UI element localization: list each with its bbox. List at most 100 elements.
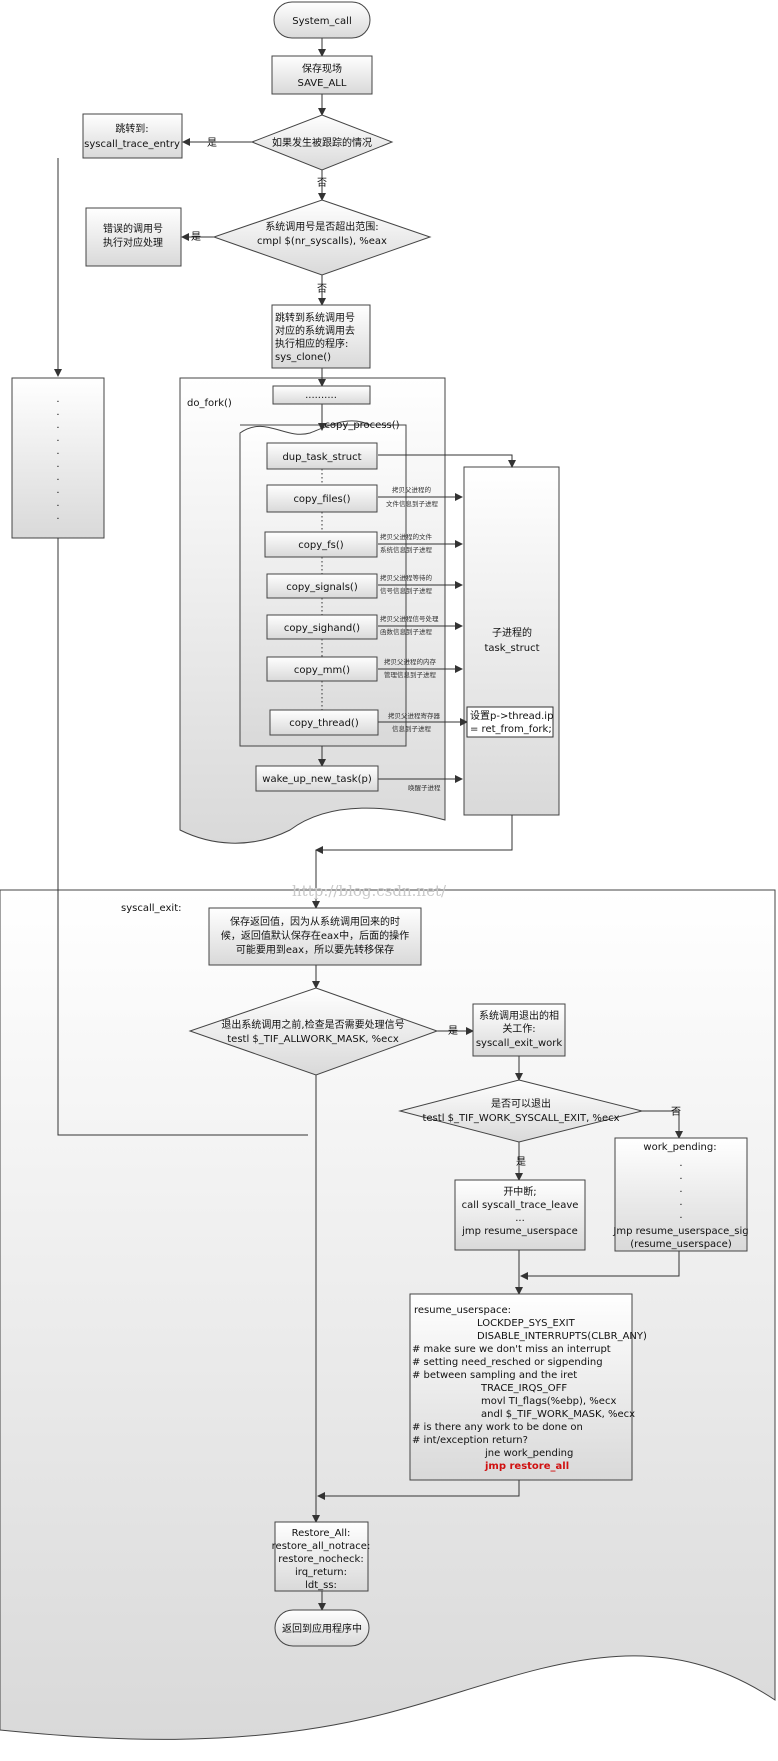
note-mm-1: 拷贝父进程的内存 — [384, 657, 437, 666]
svg-text:.: . — [56, 394, 59, 405]
exit-decision-title: 是否可以退出 — [491, 1097, 551, 1110]
open-interrupt-box — [454, 1179, 586, 1251]
restore-line4: irq_return: — [295, 1567, 347, 1578]
error-handling-line1: 错误的调用号 — [103, 222, 163, 235]
syscall-exit-label: syscall_exit: — [121, 903, 181, 914]
jump-syscall-box — [271, 304, 371, 369]
svg-text:.: . — [679, 1171, 682, 1182]
jump-syscall-line3: 执行相应的程序: — [275, 337, 348, 350]
trace-yes-label: 是 — [207, 137, 217, 149]
exit-decision-code: testl $_TIF_WORK_SYSCALL_EXIT, %ecx — [422, 1113, 619, 1124]
trace-entry-title: 跳转到: — [115, 122, 148, 135]
resume-userspace-box — [409, 1293, 633, 1481]
copy-thread-step — [269, 709, 379, 736]
note-fs-1: 拷贝父进程的文件 — [380, 532, 433, 541]
signal-decision-code: testl $_TIF_ALLWORK_MASK, %ecx — [227, 1034, 399, 1045]
ellipsis-box — [272, 385, 371, 405]
range-decision — [212, 199, 432, 276]
trace-entry-code: syscall_trace_entry — [84, 139, 180, 150]
watermark: http://blog.csdn.net/ — [292, 882, 447, 900]
svg-text:.: . — [56, 511, 59, 522]
svg-text:jne work_pending: jne work_pending — [484, 1448, 573, 1459]
svg-text:# make sure we don't miss an i: # make sure we don't miss an interrupt — [412, 1344, 611, 1355]
open-interrupt-line3: ... — [515, 1213, 525, 1224]
exit-no-label: 否 — [671, 1106, 681, 1118]
range-yes-label: 是 — [191, 231, 201, 243]
svg-text:TRACE_IRQS_OFF: TRACE_IRQS_OFF — [480, 1383, 567, 1394]
range-decision-title: 系统调用号是否超出范围: — [265, 220, 378, 233]
svg-text:.: . — [56, 498, 59, 509]
jump-syscall-line2: 对应的系统调用去 — [275, 324, 355, 337]
svg-text:.: . — [679, 1210, 682, 1221]
work-pending-end2: (resume_userspace) — [630, 1239, 732, 1250]
copy-signals-step — [266, 573, 378, 599]
dup-task-struct-step — [266, 442, 378, 470]
note-wake: 唤醒子进程 — [408, 783, 441, 792]
wake-up-step — [255, 765, 379, 792]
note-sighand-1: 拷贝父进程信号处理 — [380, 614, 439, 623]
copy-fs-label: copy_fs() — [298, 540, 344, 551]
ellipsis-label: .......... — [305, 390, 337, 401]
svg-text:DISABLE_INTERRUPTS(CLBR_ANY): DISABLE_INTERRUPTS(CLBR_ANY) — [477, 1331, 647, 1342]
copy-signals-label: copy_signals() — [286, 582, 358, 593]
copy-mm-label: copy_mm() — [294, 665, 350, 676]
jump-syscall-line1: 跳转到系统调用号 — [275, 311, 355, 324]
end-label: 返回到应用程序中 — [282, 1622, 362, 1635]
wake-up-label: wake_up_new_task(p) — [262, 774, 372, 785]
save-return-line3: 可能要用到eax，所以要先转移保存 — [236, 943, 394, 956]
copy-fs-step — [264, 531, 378, 558]
svg-text:.: . — [56, 433, 59, 444]
copy-thread-label: copy_thread() — [289, 718, 359, 729]
svg-text:# between sampling and the ire: # between sampling and the iret — [412, 1370, 577, 1381]
trace-decision — [250, 114, 394, 171]
copy-sighand-label: copy_sighand() — [284, 623, 360, 634]
note-files-2: 文件信息到子进程 — [386, 499, 439, 508]
signal-decision-title: 退出系统调用之前,检查是否需要处理信号 — [221, 1018, 404, 1031]
save-state-box — [271, 55, 373, 95]
svg-text:jmp restore_all: jmp restore_all — [484, 1461, 569, 1472]
svg-text:movl TI_flags(%ebp), %ecx: movl TI_flags(%ebp), %ecx — [481, 1396, 616, 1407]
svg-text:# is there any work to be done: # is there any work to be done on — [412, 1422, 583, 1433]
range-decision-code: cmpl $(nr_syscalls), %eax — [257, 236, 387, 247]
thread-ip-box — [466, 706, 554, 738]
exit-work-line1: 系统调用退出的相 — [479, 1009, 559, 1022]
left-dots: . . . . . . . . . . — [56, 394, 59, 522]
do-fork-label: do_fork() — [187, 398, 232, 409]
work-pending-dots: . . . . . — [679, 1158, 682, 1221]
work-pending-box — [614, 1137, 748, 1252]
child-task-struct-name: task_struct — [484, 643, 539, 654]
note-signals-1: 拷贝父进程等待的 — [380, 573, 433, 582]
error-handling-line2: 执行对应处理 — [103, 236, 163, 249]
exit-work-line3: syscall_exit_work — [476, 1038, 563, 1049]
copy-process-label: copy_process() — [324, 420, 399, 431]
restore-line5: ldt_ss: — [305, 1580, 337, 1591]
note-mm-2: 管理信息到子进程 — [384, 670, 437, 679]
svg-text:.: . — [679, 1158, 682, 1169]
svg-text:.: . — [679, 1184, 682, 1195]
dup-task-struct-label: dup_task_struct — [282, 452, 361, 463]
save-state-code: SAVE_ALL — [298, 78, 347, 89]
resume-userspace-code: resume_userspace: LOCKDEP_SYS_EXIT DISAB… — [412, 1305, 647, 1472]
restore-all-box — [274, 1521, 369, 1592]
connectors — [54, 38, 683, 1611]
trace-decision-label: 如果发生被跟踪的情况 — [272, 136, 372, 149]
range-no-label: 否 — [317, 283, 327, 295]
svg-text:# setting need_resched or sigp: # setting need_resched or sigpending — [412, 1357, 603, 1368]
note-fs-2: 系统信息到子进程 — [380, 545, 433, 554]
svg-text:.: . — [56, 407, 59, 418]
note-files-1: 拷贝父进程的 — [392, 485, 432, 494]
error-handling-box — [85, 207, 182, 267]
exit-decision — [398, 1079, 643, 1143]
restore-line3: restore_nocheck: — [278, 1554, 363, 1565]
copy-files-step — [266, 484, 378, 513]
open-interrupt-line1: 开中断; — [503, 1185, 536, 1198]
start-terminal — [273, 1, 371, 39]
work-pending-title: work_pending: — [643, 1142, 716, 1153]
svg-text:.: . — [56, 420, 59, 431]
signal-decision — [188, 987, 439, 1076]
open-interrupt-line2: call syscall_trace_leave — [462, 1200, 579, 1211]
save-return-line2: 候，返回值默认保存在eax中，后面的操作 — [221, 929, 409, 942]
signal-yes-label: 是 — [448, 1025, 458, 1037]
svg-text:.: . — [56, 485, 59, 496]
svg-text:.: . — [56, 472, 59, 483]
